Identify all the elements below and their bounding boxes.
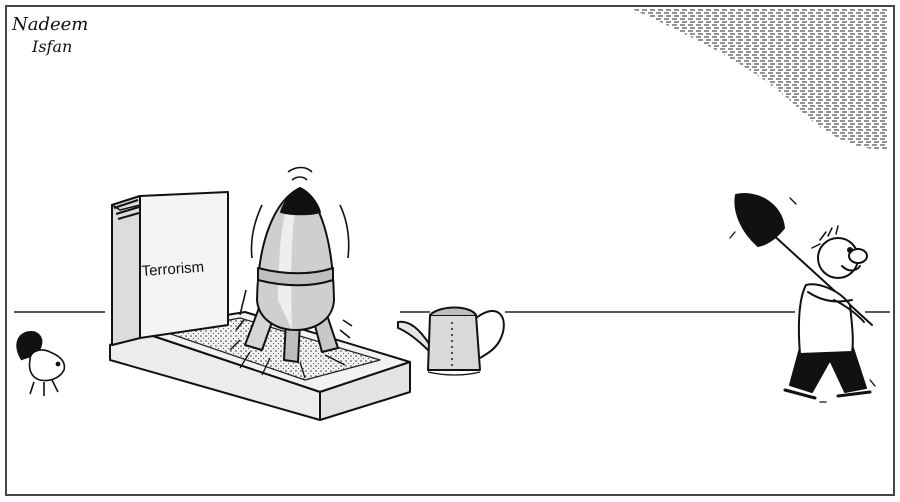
man-with-shovel — [729, 193, 876, 403]
signature-line-1: Nadeem — [11, 14, 88, 35]
artist-signature: Nadeem Isfan — [11, 14, 88, 56]
plinth — [109, 191, 411, 421]
sky-hatching — [630, 8, 888, 150]
signature-line-2: Isfan — [31, 37, 72, 56]
bomb-motion-lines — [235, 166, 353, 339]
bomb-sprout — [229, 187, 346, 379]
squirrel-icon — [16, 331, 66, 396]
watering-can — [397, 306, 505, 376]
plinth-label: Terrorism — [141, 259, 205, 280]
